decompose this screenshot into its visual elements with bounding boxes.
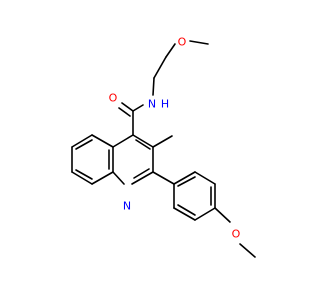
bond-aryl-b-c [194, 171, 216, 185]
bond-ch2-ch2 [153, 56, 167, 79]
bond-n1-c8a [112, 171, 125, 185]
bond-c2-n1 [131, 171, 154, 185]
bond-carbonyl-double-b [118, 107, 131, 117]
bond-aryl-d-e [194, 207, 216, 221]
bond-aryl-e-f [173, 207, 196, 221]
bond-c7-c8-inner [75, 169, 93, 180]
atom-hydrogen-amide-label: H [161, 98, 169, 111]
bond-c4a-c4 [112, 134, 134, 148]
bond-methyl-o1 [189, 40, 209, 45]
bond-c4a-c5 [91, 134, 114, 148]
bond-c5-c6-inner [75, 139, 93, 150]
atom-oxygen-chain-label: O [178, 36, 187, 49]
bond-o1-ch2 [165, 43, 176, 58]
atom-oxygen-aryl-ether-label: O [232, 228, 241, 241]
atom-nitrogen-ring-label: N [123, 200, 131, 213]
bond-o-methyl [239, 243, 256, 258]
bond-c7-c8 [71, 171, 93, 185]
bond-c4-c3 [132, 134, 154, 148]
bond-aryl-o [214, 207, 231, 223]
bond-c8-c8a [91, 171, 114, 185]
bond-c2-n1-inner [133, 168, 150, 179]
bond-layer [71, 40, 256, 258]
molecule-diagram: O N H O N O [71, 36, 256, 258]
atom-oxygen-carbonyl-label: O [109, 92, 118, 105]
bond-c4-c3-inner [135, 139, 151, 150]
bond-n-amide-carbonyl-c [132, 104, 144, 112]
bond-carbonyl-double-a [121, 102, 134, 112]
atom-nitrogen-amide-label: N [148, 98, 156, 111]
bond-c5-c6 [71, 134, 93, 148]
bond-c3-methyl [152, 135, 173, 148]
bond-ch2-n-amide [152, 77, 155, 96]
bond-aryl-a-b [173, 171, 196, 185]
bond-c2-aryl [152, 171, 175, 185]
atom-label-layer: O N H O N O [109, 36, 241, 241]
bond-aryl-a-b-inner [177, 176, 196, 187]
bond-aryl-e-f-inner [177, 204, 196, 216]
